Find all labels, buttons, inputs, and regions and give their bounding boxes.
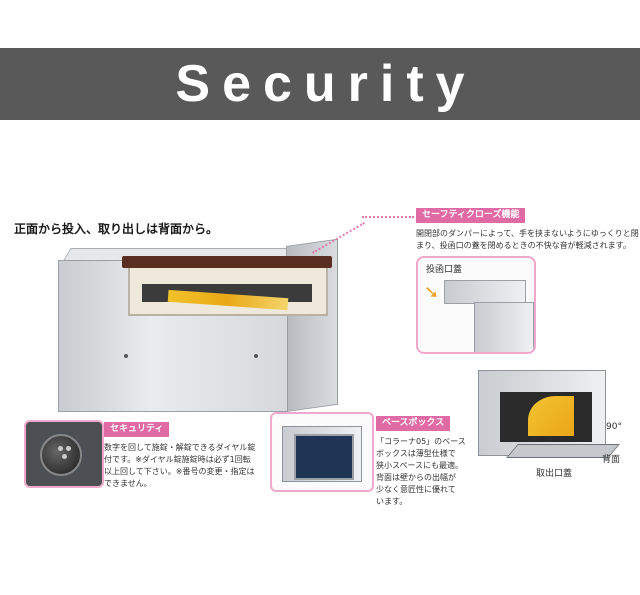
arrow-icon: ➘ (424, 282, 440, 303)
dial-lock-image (24, 420, 104, 488)
desc-line: 背面は壁からの出幅が (376, 473, 456, 482)
screw-icon (124, 354, 128, 358)
angle-label: 90° (606, 422, 622, 432)
dial-dot (66, 446, 71, 451)
desc-line: できません。 (104, 479, 152, 488)
desc-line: ボックスは薄型仕様で (376, 449, 456, 458)
base-box-image (270, 412, 374, 492)
base-box-desc: 「コラーナ05」のベース ボックスは薄型仕様で 狭小スペースにも最適。 背面は壁… (376, 436, 466, 508)
desc-line: 数字を回して施錠・解錠できるダイヤル錠 (104, 443, 256, 452)
dial-dot (58, 446, 63, 451)
desc-line: 少なく意匠性に優れて (376, 485, 456, 494)
security-desc: 数字を回して施錠・解錠できるダイヤル錠 付です。※ダイヤル錠施錠時は必ず1回転 … (104, 442, 255, 490)
banner-title: Security (175, 55, 477, 113)
desc-line: 「コラーナ05」のベース (376, 437, 466, 446)
safety-close-title: セーフティクローズ機能 (416, 208, 526, 223)
mini-body (474, 302, 534, 352)
safety-close-inset: 投函口蓋 ➘ (416, 256, 536, 354)
rear-mail (528, 396, 574, 436)
door-label: 取出口蓋 (536, 469, 573, 479)
base-box-window (294, 434, 354, 480)
inset-label: 投函口蓋 (426, 265, 463, 275)
desc-line: 付です。※ダイヤル錠施錠時は必ず1回転 (104, 455, 251, 464)
back-label: 背面 (602, 455, 621, 465)
security-title: セキュリティ (104, 422, 170, 437)
safety-close-desc: 開閉部のダンパーによって、手を挟まないようにゆっくりと閉 まり、投函口の蓋を閉め… (416, 228, 639, 252)
security-banner: Security (0, 48, 640, 120)
desc-line: 以上回して下さい。※番号の変更・指定は (104, 467, 255, 476)
base-box-title: ベースボックス (376, 416, 451, 431)
dial-icon (40, 434, 82, 476)
desc-line: います。 (376, 497, 408, 506)
dial-dot (62, 454, 67, 459)
desc-line: まり、投函口の蓋を閉めるときの不快な音が軽減されます。 (416, 241, 631, 250)
screw-icon (254, 354, 258, 358)
desc-line: 狭小スペースにも最適。 (376, 461, 464, 470)
leader-line (362, 216, 414, 218)
mini-lid (444, 280, 526, 304)
mail-slot-lid (122, 256, 332, 268)
main-mailbox-image (58, 238, 348, 414)
headline: 正面から投入、取り出しは背面から。 (14, 222, 219, 236)
desc-line: 開閉部のダンパーによって、手を挟まないようにゆっくりと閉 (416, 229, 639, 238)
